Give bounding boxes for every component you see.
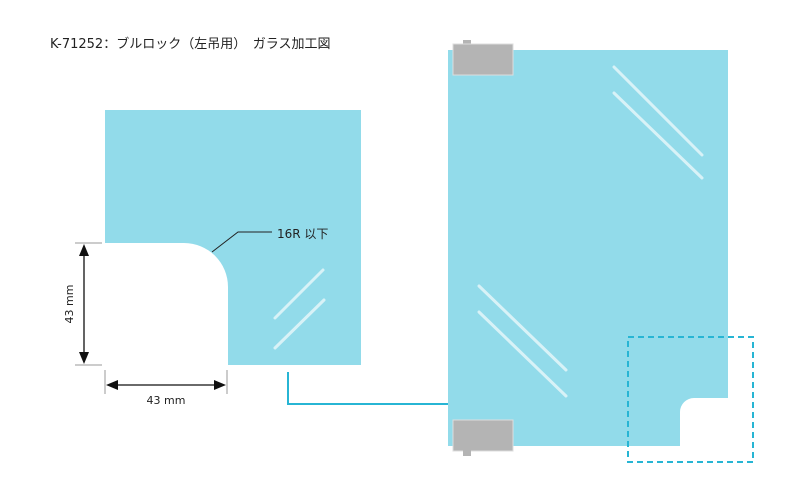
- horizontal-dimension: 43 mm: [104, 370, 228, 407]
- diagram-title: K-71252：ブルロック（左吊用） ガラス加工図: [50, 36, 330, 52]
- radius-label: 16R 以下: [277, 227, 328, 241]
- vertical-dimension: 43 mm: [63, 242, 102, 366]
- vertical-dimension-label: 43 mm: [63, 285, 76, 324]
- detail-highlight-box: [627, 336, 754, 463]
- horizontal-dimension-label: 43 mm: [147, 394, 186, 407]
- glass-reflection-line: [612, 65, 704, 157]
- glass-reflection-line: [273, 268, 325, 320]
- radius-leader-line: [211, 231, 272, 253]
- glass-reflection-line: [477, 310, 568, 398]
- glass-reflection-line: [477, 284, 568, 372]
- detail-glass-panel: [105, 110, 361, 365]
- top-hinge-clip: [452, 40, 514, 76]
- glass-reflection-line: [612, 91, 704, 180]
- bottom-hinge-clip: [452, 419, 514, 456]
- door-glass-panel: [448, 50, 728, 446]
- glass-reflection-line: [273, 298, 326, 350]
